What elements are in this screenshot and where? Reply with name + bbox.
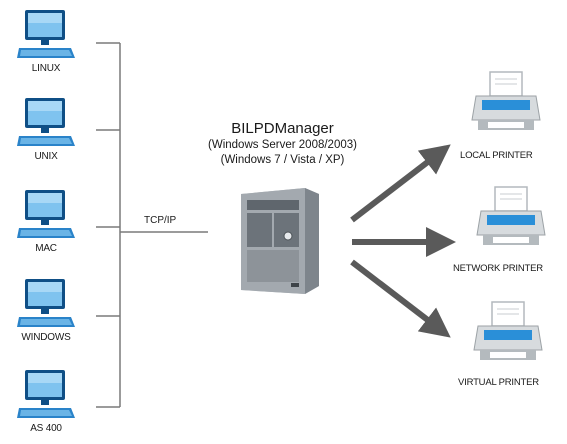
client-mac: MAC [14,188,78,254]
desktop-computer-icon [17,370,75,418]
server-tower [225,186,325,303]
client-windows: WINDOWS [14,277,78,343]
server-subtitle-client-os: (Windows 7 / Vista / XP) [220,154,345,166]
server-subtitle-os: (Windows Server 2008/2003) [208,139,357,151]
client-label: LINUX [31,63,61,74]
printer-label: VIRTUAL PRINTER [458,377,539,388]
desktop-computer-icon [17,190,75,238]
printer-network: NETWORK PRINTER [453,185,547,274]
client-unix: UNIX [14,96,78,162]
client-as400: AS 400 [14,368,78,434]
server-title-block: BILPDManager (Windows Server 2008/2003) … [175,120,390,168]
printer-icon [471,71,541,130]
printer-label: LOCAL PRINTER [460,150,533,161]
desktop-computer-icon [17,10,75,58]
arrow-to-local-printer [350,144,451,223]
desktop-computer-icon [17,98,75,146]
printer-icon [473,301,543,360]
server-title: BILPDManager [231,120,334,137]
printer-icon [476,186,546,245]
printer-label: NETWORK PRINTER [453,263,543,274]
client-label: UNIX [34,151,58,162]
client-linux: LINUX [14,8,78,74]
client-label: MAC [35,243,57,254]
protocol-label: TCP/IP [144,215,177,226]
printer-virtual: VIRTUAL PRINTER [458,300,544,388]
desktop-computer-icon [17,279,75,327]
server-icon [241,188,319,294]
client-label: WINDOWS [21,332,71,343]
printer-local: LOCAL PRINTER [460,70,542,161]
client-label: AS 400 [30,423,62,434]
arrow-to-virtual-printer [350,259,451,338]
